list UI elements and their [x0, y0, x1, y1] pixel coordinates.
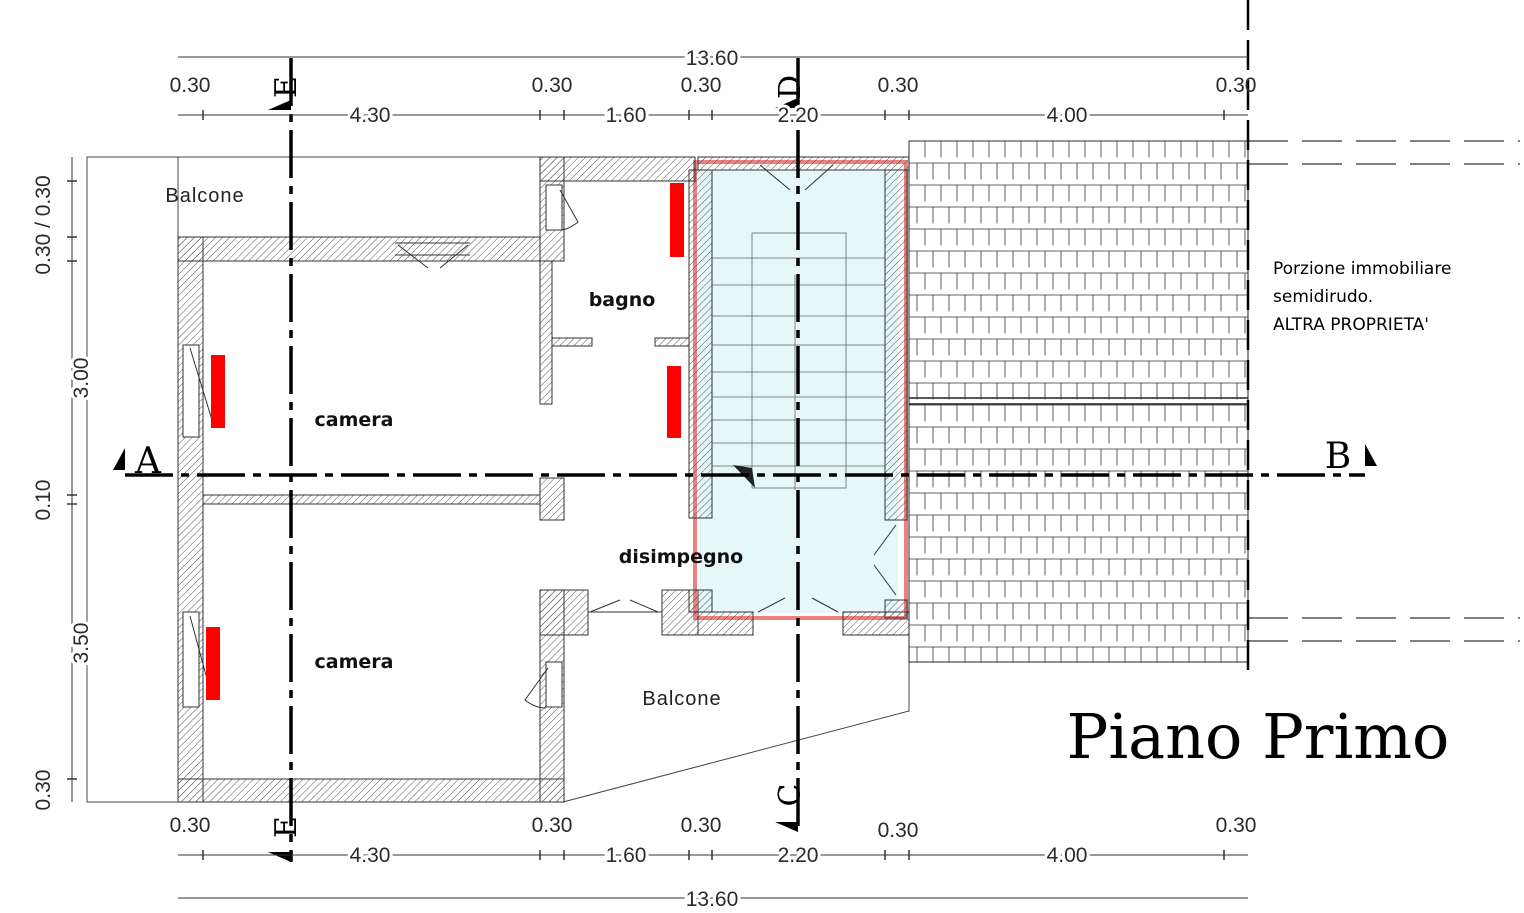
- room-label-camera-bottom: camera: [315, 651, 394, 673]
- section-label-c: C: [773, 784, 808, 807]
- dim-top-partial: 0.30: [170, 74, 211, 97]
- section-a-arrow: [113, 448, 125, 470]
- dim-bottom-main: 4.00: [1047, 844, 1088, 867]
- dim-top-partial: 0.30: [1216, 74, 1257, 97]
- dim-bottom-partial: 0.30: [1216, 814, 1257, 837]
- dim-bottom-main: 1.60: [606, 844, 647, 867]
- dim-top-total: 13.60: [686, 47, 739, 70]
- note-line-3: ALTRA PROPRIETA': [1273, 315, 1429, 335]
- section-d-arrow: [775, 98, 798, 108]
- room-label-balcone-top: Balcone: [165, 185, 244, 207]
- note-line-2: semidirudo.: [1273, 287, 1373, 307]
- dimension-lines: [67, 56, 1248, 899]
- room-label-camera-top: camera: [315, 409, 394, 431]
- property-boundary-lines: [1248, 140, 1520, 642]
- dim-left-wall: 0.10: [32, 480, 55, 521]
- section-e-arrow-top: [268, 100, 291, 110]
- dim-left-top-pair: 0.30 / 0.30: [32, 175, 55, 274]
- radiators: [206, 183, 684, 700]
- dim-top-partial: 0.30: [681, 74, 722, 97]
- plan-title: Piano Primo: [1067, 700, 1450, 773]
- section-label-b: B: [1325, 436, 1351, 477]
- dim-top-partial: 0.30: [878, 74, 919, 97]
- balcony-outline-bottom: [562, 633, 910, 803]
- note-line-1: Porzione immobiliare: [1273, 259, 1451, 279]
- dim-bottom-partial: 0.30: [878, 819, 919, 842]
- dim-top-main: 4.00: [1047, 104, 1088, 127]
- section-e-arrow-bottom: [268, 852, 291, 862]
- dim-bottom-partial: 0.30: [532, 814, 573, 837]
- adjacent-property: [908, 140, 1249, 663]
- section-b-arrow: [1365, 444, 1377, 466]
- section-lines: [125, 58, 1365, 862]
- section-label-a: A: [134, 441, 162, 482]
- radiator: [670, 183, 684, 257]
- dim-top-main: 2.20: [778, 104, 819, 127]
- dim-bottom-partial: 0.30: [681, 814, 722, 837]
- radiator: [211, 355, 225, 428]
- dim-bottom-total: 13.60: [686, 888, 739, 911]
- dim-left-room1: 3.00: [70, 358, 93, 399]
- dim-top-main: 1.60: [606, 104, 647, 127]
- section-c-arrow: [775, 822, 798, 832]
- radiator: [206, 627, 220, 700]
- room-label-balcone-bottom: Balcone: [642, 688, 721, 710]
- dim-bottom-main: 4.30: [350, 844, 391, 867]
- dim-left-room2: 3.50: [70, 623, 93, 664]
- dim-bottom-partial: 0.30: [170, 814, 211, 837]
- room-label-disimpegno: disimpegno: [619, 546, 743, 568]
- dim-left-bottom: 0.30: [32, 770, 55, 811]
- section-label-e-top: E: [269, 76, 304, 98]
- openings: [182, 164, 897, 709]
- dim-bottom-main: 2.20: [778, 844, 819, 867]
- dim-top-main: 4.30: [350, 104, 391, 127]
- section-label-d: D: [773, 75, 808, 99]
- room-label-bagno: bagno: [589, 289, 656, 311]
- radiator: [667, 366, 681, 438]
- balcony-outline-top: [86, 156, 179, 803]
- dim-top-partial: 0.30: [532, 74, 573, 97]
- section-label-e-bottom: E: [269, 816, 304, 838]
